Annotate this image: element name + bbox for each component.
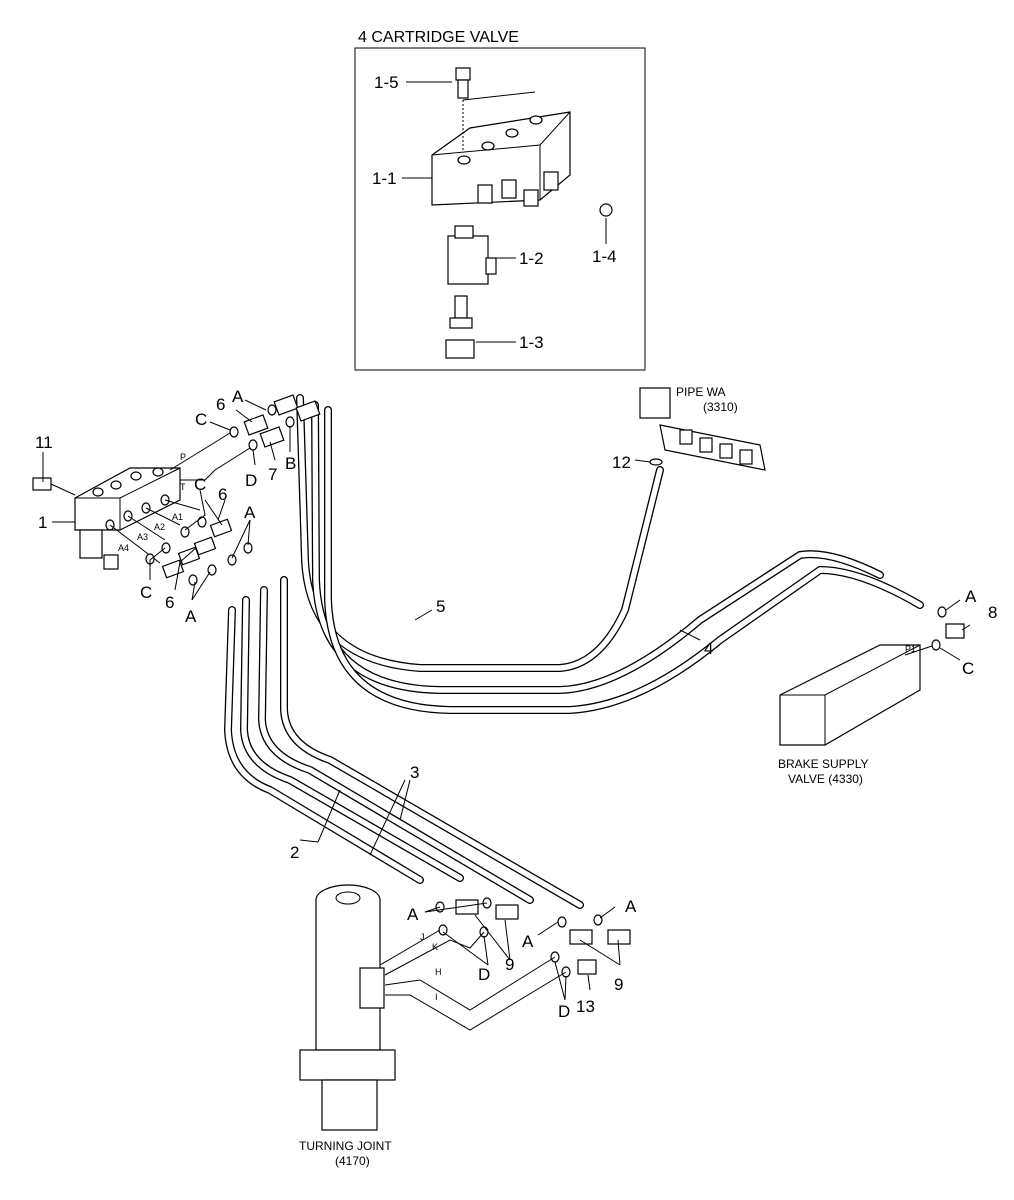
solenoid-1-2: [447, 235, 489, 285]
callout-b: B: [285, 454, 296, 473]
callout-13: 13: [576, 997, 595, 1016]
callout-9: 9: [614, 975, 623, 994]
hose-5: [296, 394, 664, 672]
port-j: J: [420, 932, 425, 942]
callout-a: A: [522, 932, 534, 951]
inset-title: 4 CARTRIDGE VALVE: [358, 29, 519, 46]
callout-3: 3: [410, 763, 419, 782]
callout-a: A: [185, 607, 197, 626]
callout-2: 2: [290, 843, 299, 862]
callout-7: 7: [268, 465, 277, 484]
plug-1-4: [599, 203, 613, 217]
fitting-8: [945, 623, 965, 639]
port-t: T: [180, 482, 186, 492]
port-k: K: [432, 942, 438, 952]
callout-11: 11: [35, 433, 53, 452]
callout-6: 6: [216, 395, 225, 414]
callout-a: A: [244, 503, 256, 522]
callout-1-4: 1-4: [592, 247, 617, 266]
turning-joint: TURNING JOINT (4170): [299, 884, 396, 1168]
cartridge-valve-inset: 4 CARTRIDGE VALVE 1-5 1-1 1-2 1-: [354, 29, 646, 371]
callout-8: 8: [988, 603, 997, 622]
callout-1-3: 1-3: [519, 333, 544, 352]
fitting-13: [577, 959, 597, 975]
callout-a: A: [625, 897, 637, 916]
port-a4: A4: [118, 543, 129, 553]
port-h: H: [435, 967, 442, 977]
callout-d: D: [245, 471, 257, 490]
port-p: P: [180, 452, 186, 462]
brake-valve-label: BRAKE SUPPLY: [778, 757, 868, 771]
callout-c: C: [962, 659, 974, 678]
bolt-1-3: [445, 339, 475, 359]
fitting-11: [32, 477, 52, 491]
control-valve-1: [32, 429, 251, 570]
callout-1: 1: [38, 513, 47, 532]
callout-5: 5: [436, 597, 445, 616]
port-a1: A1: [172, 512, 183, 522]
port-a2: A2: [154, 522, 165, 532]
leader-lines: [42, 399, 971, 1001]
callout-6: 6: [165, 593, 174, 612]
callout-1-2: 1-2: [519, 249, 544, 268]
port-a3: A3: [137, 532, 148, 542]
callout-c: C: [140, 583, 152, 602]
callout-a: A: [965, 587, 977, 606]
callout-9: 9: [505, 955, 514, 974]
inset-frame: [354, 47, 646, 371]
callout-1-1: 1-1: [372, 169, 397, 188]
brake-supply-valve: P1 BRAKE SUPPLY VALVE (4330): [778, 644, 933, 786]
hose-4: [324, 406, 924, 714]
callout-a: A: [232, 387, 244, 406]
callout-6: 6: [218, 485, 227, 504]
fittings: [145, 394, 965, 1031]
callout-1-5: 1-5: [374, 73, 399, 92]
pipe-wa-code: (3310): [703, 400, 738, 414]
callout-12: 12: [612, 453, 631, 472]
turning-joint-label: TURNING JOINT: [299, 1139, 392, 1153]
port-i: I: [435, 992, 438, 1002]
brake-valve-code: VALVE (4330): [788, 772, 863, 786]
port-p1: P1: [905, 644, 916, 654]
callout-4: 4: [704, 639, 713, 658]
turning-joint-code: (4170): [335, 1154, 370, 1168]
plug-1-5: [455, 67, 471, 81]
cartridge-valve-block: [431, 67, 613, 359]
callout-c: C: [195, 410, 207, 429]
hoses-2-3: [224, 576, 584, 909]
pipe-wa: PIPE WA (3310): [639, 385, 766, 471]
callout-a: A: [407, 905, 419, 924]
callout-c: C: [194, 475, 206, 494]
pipe-wa-label: PIPE WA: [676, 385, 726, 399]
callout-d: D: [558, 1002, 570, 1021]
callout-d: D: [478, 965, 490, 984]
